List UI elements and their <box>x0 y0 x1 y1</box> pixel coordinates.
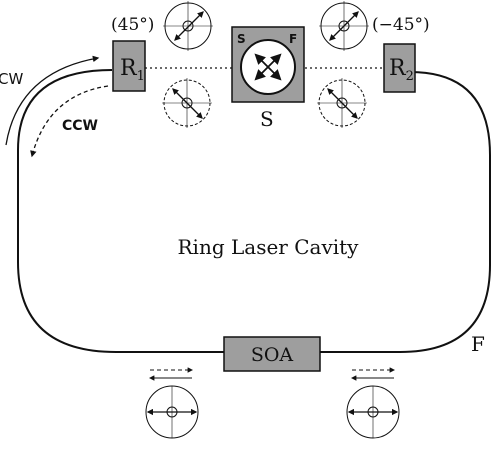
r2-box: R2 <box>383 43 416 93</box>
r1-box: R1 <box>112 40 146 92</box>
r2-label: R2 <box>389 56 414 84</box>
cw-arrow <box>5 55 100 146</box>
center-label: Ring Laser Cavity <box>178 235 360 259</box>
f-label: F <box>471 332 485 356</box>
r1-label: R1 <box>120 56 145 84</box>
s-box-letter-s: S <box>237 32 246 46</box>
s-caption: S <box>260 107 274 131</box>
polarization-circle-top-left <box>163 1 213 51</box>
polarization-circle-mid-right <box>317 78 367 128</box>
soa-box: SOA <box>223 336 321 372</box>
ccw-label: CCW <box>62 118 98 134</box>
r2-angle-label: (−45°) <box>372 15 430 35</box>
polarization-circle-bottom-right <box>346 385 400 439</box>
polarization-circle-mid-left <box>162 78 212 128</box>
polarization-circle-bottom-left <box>145 385 199 439</box>
ring-cavity-path <box>17 69 491 353</box>
s-waveplate-box: S F <box>231 26 305 103</box>
polarization-circle-top-right <box>319 1 369 51</box>
soa-label: SOA <box>251 344 294 366</box>
cw-label: CW <box>0 70 23 88</box>
s-box-letter-f: F <box>289 32 297 46</box>
r1-angle-label: (45°) <box>111 15 154 35</box>
